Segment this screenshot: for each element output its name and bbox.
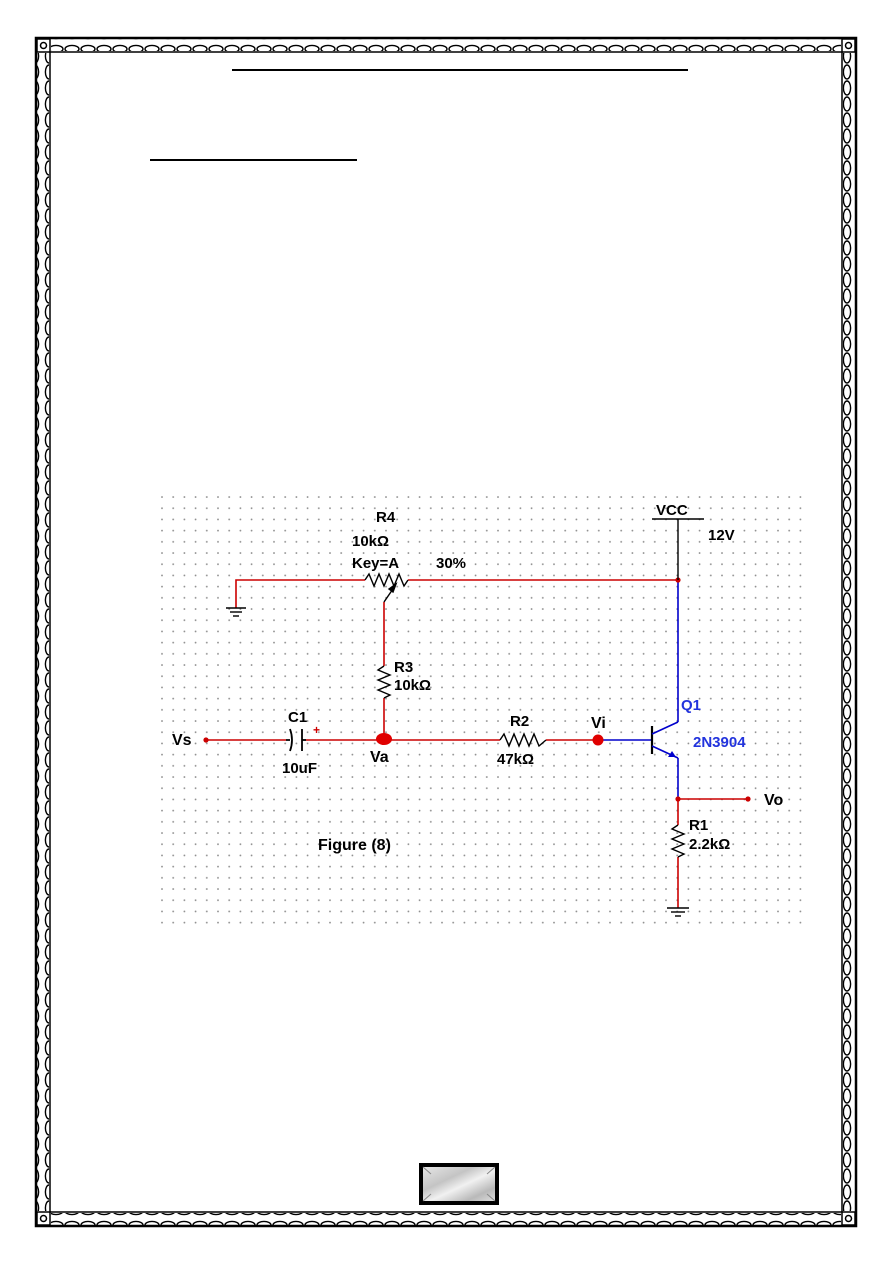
- r3-name-label: R3: [394, 659, 413, 676]
- node-vi-label: Vi: [591, 715, 606, 732]
- r4-value-label: 10kΩ: [352, 533, 389, 550]
- probe-va-icon: [376, 733, 392, 745]
- r1-name-label: R1: [689, 817, 708, 834]
- ground-r4-icon: [226, 607, 246, 617]
- wires-blue: [598, 580, 679, 799]
- ground-r1-icon: [667, 907, 689, 917]
- resistor-r1-icon: [670, 824, 686, 858]
- resistor-r3-icon: [376, 665, 392, 699]
- vcc-name-label: VCC: [656, 502, 688, 519]
- node-va-label: Va: [370, 749, 389, 766]
- circuit-schematic: R4 10kΩ Key=A 30% VCC 12V R3 10kΩ C1 + 1…: [160, 495, 810, 925]
- q1-model-label: 2N3904: [693, 734, 746, 751]
- vcc-value-label: 12V: [708, 527, 735, 544]
- capacitor-c1-icon: [286, 728, 306, 752]
- terminal-vo-icon: [745, 796, 751, 802]
- page-border: [34, 36, 858, 1228]
- r1-value-label: 2.2kΩ: [689, 836, 730, 853]
- r2-name-label: R2: [510, 713, 529, 730]
- potentiometer-r4-icon: [364, 572, 409, 603]
- wires-red: [207, 579, 746, 908]
- transistor-q1-icon: [650, 721, 679, 759]
- node-vo-label: Vo: [764, 792, 783, 809]
- r3-value-label: 10kΩ: [394, 677, 431, 694]
- r4-key-label: Key=A: [352, 555, 399, 572]
- c1-name-label: C1: [288, 709, 307, 726]
- c1-polarity-label: +: [313, 723, 320, 737]
- c1-value-label: 10uF: [282, 760, 317, 777]
- resistor-r2-icon: [499, 732, 547, 748]
- node-vs-label: Vs: [172, 732, 192, 749]
- r4-setting-label: 30%: [436, 555, 466, 572]
- schematic-grid: [160, 495, 810, 925]
- figure-caption: Figure (8): [318, 837, 391, 854]
- junction-vo: [675, 796, 681, 802]
- r2-value-label: 47kΩ: [497, 751, 534, 768]
- page-number-plate: [419, 1163, 499, 1205]
- r4-name-label: R4: [376, 509, 396, 526]
- border-corner-ornament: [36, 38, 856, 1226]
- probe-vi-icon: [592, 734, 604, 746]
- q1-name-label: Q1: [681, 697, 701, 714]
- terminal-vs-icon: [203, 737, 209, 743]
